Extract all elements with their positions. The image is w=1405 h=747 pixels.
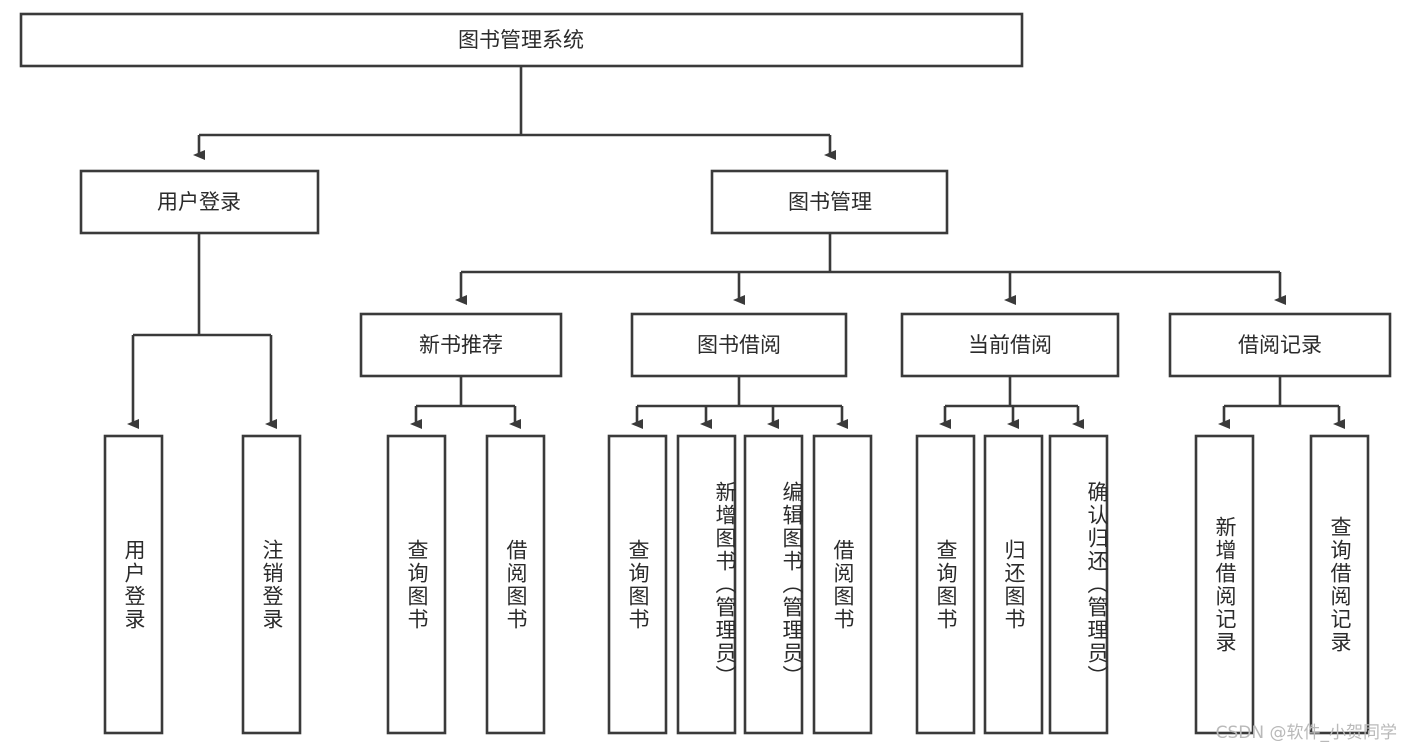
book-borrow-label: 图书借阅 xyxy=(697,333,781,357)
leaf-box-user-login[interactable] xyxy=(103,434,164,735)
leaf-box-logout-login[interactable] xyxy=(241,434,302,735)
leaf-box-borrow-book-2[interactable] xyxy=(812,434,873,735)
node-book-management[interactable]: 图书管理 xyxy=(710,169,949,235)
connector-new-book-recommend-to-leaves xyxy=(410,376,521,429)
connector-book-borrow-to-leaves xyxy=(631,376,848,429)
leaf-box-edit-book[interactable] xyxy=(743,434,804,735)
connector-root-to-level1 xyxy=(193,66,836,160)
node-root[interactable]: 图书管理系统 xyxy=(19,12,1024,68)
leaf-box-add-record[interactable] xyxy=(1194,434,1255,735)
leaf-box-add-book[interactable] xyxy=(676,434,737,735)
borrow-record-box[interactable] xyxy=(1168,312,1392,378)
node-new-book-recommend[interactable]: 新书推荐 xyxy=(359,312,563,378)
book-management-box[interactable] xyxy=(710,169,949,235)
leaf-box-query-book-1[interactable] xyxy=(386,434,447,735)
new-book-recommend-box[interactable] xyxy=(359,312,563,378)
connector-book-management-to-level2 xyxy=(455,233,1286,305)
current-borrow-box[interactable] xyxy=(900,312,1120,378)
book-borrow-box[interactable] xyxy=(630,312,848,378)
connector-user-login-to-leaves xyxy=(127,233,277,429)
root-box[interactable] xyxy=(19,12,1024,68)
leaf-box-confirm-return[interactable] xyxy=(1048,434,1109,735)
node-borrow-record[interactable]: 借阅记录 xyxy=(1168,312,1392,378)
current-borrow-label: 当前借阅 xyxy=(968,333,1052,357)
user-login-label: 用户登录 xyxy=(157,190,241,214)
node-book-borrow[interactable]: 图书借阅 xyxy=(630,312,848,378)
connector-borrow-record-to-leaves xyxy=(1218,376,1345,429)
node-current-borrow[interactable]: 当前借阅 xyxy=(900,312,1120,378)
leaf-box-return-book[interactable] xyxy=(983,434,1044,735)
root-label: 图书管理系统 xyxy=(458,28,584,52)
borrow-record-label: 借阅记录 xyxy=(1238,333,1322,357)
leaf-box-borrow-book-1[interactable] xyxy=(485,434,546,735)
watermark-text: CSDN @软件_小贺同学 xyxy=(1215,723,1397,743)
leaf-box-query-book-2[interactable] xyxy=(607,434,668,735)
new-book-recommend-label: 新书推荐 xyxy=(419,333,503,357)
node-user-login[interactable]: 用户登录 xyxy=(79,169,320,235)
leaf-box-query-book-3[interactable] xyxy=(915,434,976,735)
connector-current-borrow-to-leaves xyxy=(939,376,1084,429)
book-management-label: 图书管理 xyxy=(788,190,872,214)
leaf-box-query-record[interactable] xyxy=(1309,434,1370,735)
